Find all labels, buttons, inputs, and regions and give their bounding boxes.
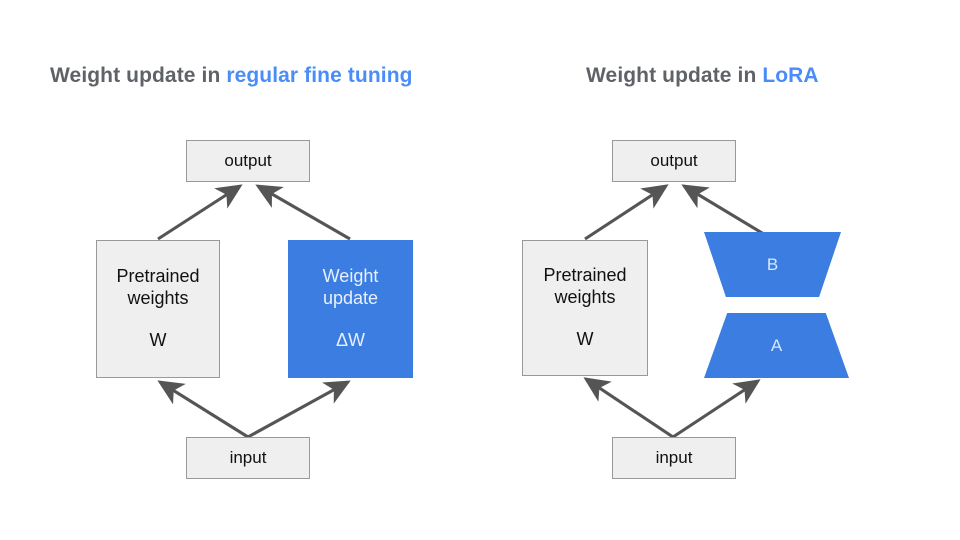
pretrained-line2-left: weights [127,288,189,309]
title-prefix-left: Weight update in [50,64,227,87]
pretrained-line1-right: Pretrained [543,265,627,286]
panel-title-regular-fine-tuning: Weight update in regular fine tuning [50,64,413,88]
node-input-right-label: input [655,447,693,467]
weight-update-line1: Weight [322,266,379,287]
node-input-left[interactable]: input [186,437,310,479]
arrow-input-to-pretrained-left [157,380,249,439]
weight-update-symbol: ΔW [335,329,365,350]
weight-update-line2: update [322,288,379,309]
arrow-pretrained-to-output-left [157,184,243,241]
title-accent-left: regular fine tuning [226,64,413,87]
pretrained-symbol-right: W [576,328,594,349]
node-weight-update-left[interactable]: Weight update ΔW [288,240,413,378]
matrix-b-label: B [766,254,779,274]
node-input-left-label: input [229,447,267,467]
pretrained-line2-right: weights [554,287,616,308]
pretrained-symbol-left: W [149,329,167,350]
node-output-left[interactable]: output [186,140,310,182]
node-output-left-label: output [224,150,272,170]
node-output-right-label: output [650,150,698,170]
arrow-input-to-update-left [247,380,351,439]
node-pretrained-weights-left[interactable]: Pretrained weights W [96,240,220,378]
node-output-right[interactable]: output [612,140,736,182]
pretrained-line1-left: Pretrained [116,266,200,287]
title-accent-right: LoRA [762,64,819,87]
arrow-update-to-output-left [255,184,351,241]
node-input-right[interactable]: input [612,437,736,479]
arrow-matrixB-to-output-right [681,184,773,241]
arrow-input-to-pretrained-right [583,377,674,439]
node-matrix-a[interactable]: A [704,313,849,378]
node-matrix-b[interactable]: B [704,232,841,297]
arrow-input-to-matrixA-right [672,379,761,439]
arrow-pretrained-to-output-right [584,184,669,241]
title-prefix-right: Weight update in [586,64,763,87]
matrix-a-label: A [770,335,783,355]
node-pretrained-weights-right[interactable]: Pretrained weights W [522,240,648,376]
panel-title-lora: Weight update in LoRA [586,64,819,88]
